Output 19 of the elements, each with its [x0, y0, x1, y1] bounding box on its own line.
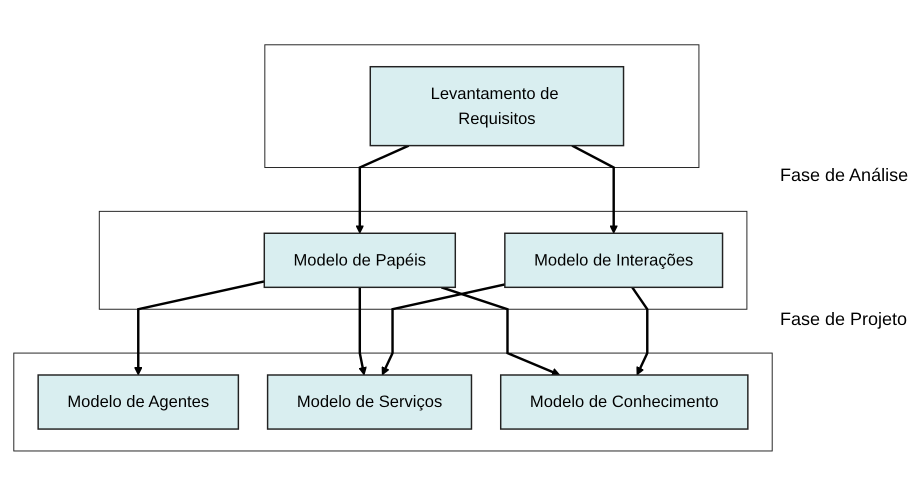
flowchart-drawing: Levantamento de Requisitos Modelo de Papéis Modelo de Interações Modelo de Agentes Modelo de Serviços Modelo de Conhecimento — [6, 36, 780, 458]
arrow — [571, 144, 618, 234]
arrow — [356, 144, 410, 234]
node-box — [37, 374, 240, 430]
cluster — [13, 352, 773, 452]
cluster — [264, 44, 700, 168]
arrow — [382, 282, 506, 375]
node-box — [504, 232, 724, 288]
arrow — [134, 280, 265, 375]
node-box — [500, 374, 749, 430]
arrow — [631, 286, 648, 375]
arrow — [440, 286, 560, 376]
phase-label: Fase de Análise — [780, 164, 910, 186]
node-box — [370, 66, 624, 146]
node-box — [264, 232, 456, 288]
node-box — [266, 374, 472, 430]
phase-label: Fase de Projeto — [780, 309, 908, 330]
cluster — [98, 210, 748, 310]
arrow — [358, 286, 367, 375]
